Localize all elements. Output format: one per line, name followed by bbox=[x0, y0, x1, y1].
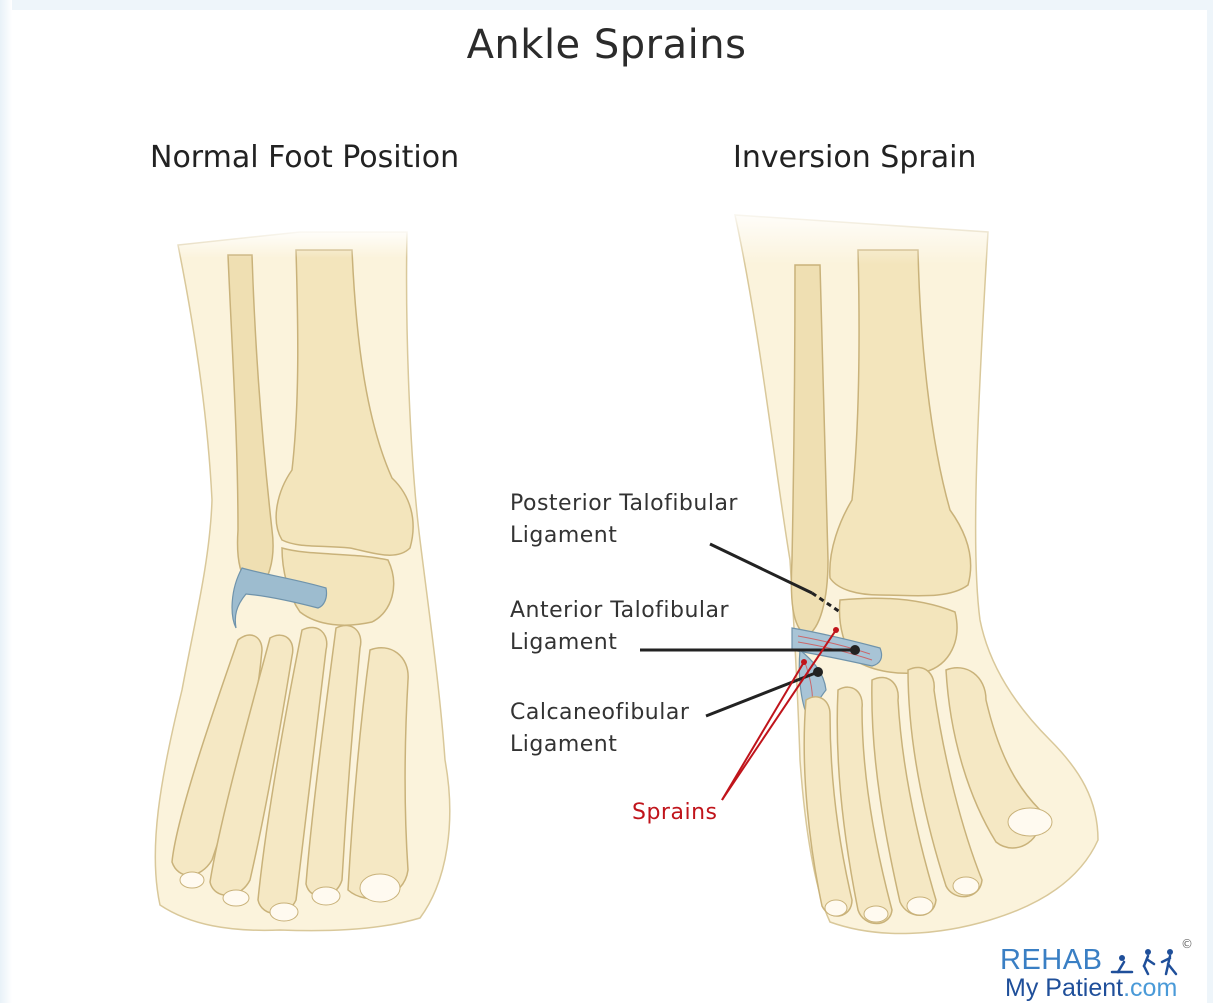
logo-rehab-text: REHAB bbox=[1000, 944, 1102, 977]
normal-toenail-4 bbox=[312, 887, 340, 905]
sprains-label: Sprains bbox=[632, 797, 717, 829]
calcaneo-leader-dot bbox=[813, 667, 823, 677]
sprains-leader-dot-2 bbox=[801, 659, 807, 665]
sprain-toenail-4 bbox=[953, 877, 979, 895]
logo-my-patient-text: My Patient.com bbox=[1005, 974, 1177, 1003]
sprains-leader-dot-1 bbox=[833, 627, 839, 633]
anterior-leader-dot bbox=[850, 645, 860, 655]
anterior-label-line1: Anterior Talofibular bbox=[510, 595, 729, 627]
logo-dotcom: .com bbox=[1123, 974, 1177, 1002]
sprain-toenail-3 bbox=[907, 897, 933, 915]
normal-toenail-1 bbox=[180, 872, 204, 888]
anterior-label-line2: Ligament bbox=[510, 627, 729, 659]
sprain-toenail-1 bbox=[825, 900, 847, 916]
normal-toenail-2 bbox=[223, 890, 249, 906]
sprains-leader-2 bbox=[722, 662, 804, 800]
normal-fade bbox=[160, 228, 420, 348]
posterior-label-line1: Posterior Talofibular bbox=[510, 488, 738, 520]
anterior-talofibular-label: Anterior Talofibular Ligament bbox=[510, 595, 729, 659]
posterior-talofibular-label: Posterior Talofibular Ligament bbox=[510, 488, 738, 552]
normal-toenail-5 bbox=[360, 874, 400, 902]
copyright-mark: © bbox=[1181, 937, 1193, 951]
sprain-foot bbox=[720, 205, 1098, 934]
normal-foot bbox=[155, 228, 449, 931]
calcaneo-label-line2: Ligament bbox=[510, 729, 689, 761]
sprain-toenail-2 bbox=[864, 906, 888, 922]
sprain-toenail-5 bbox=[1008, 808, 1052, 836]
posterior-label-line2: Ligament bbox=[510, 520, 738, 552]
calcaneofibular-label: Calcaneofibular Ligament bbox=[510, 697, 689, 761]
normal-toenail-3 bbox=[270, 903, 298, 921]
logo-my-patient: My Patient bbox=[1005, 974, 1123, 1002]
calcaneo-label-line1: Calcaneofibular bbox=[510, 697, 689, 729]
sprain-fade bbox=[720, 205, 1010, 375]
